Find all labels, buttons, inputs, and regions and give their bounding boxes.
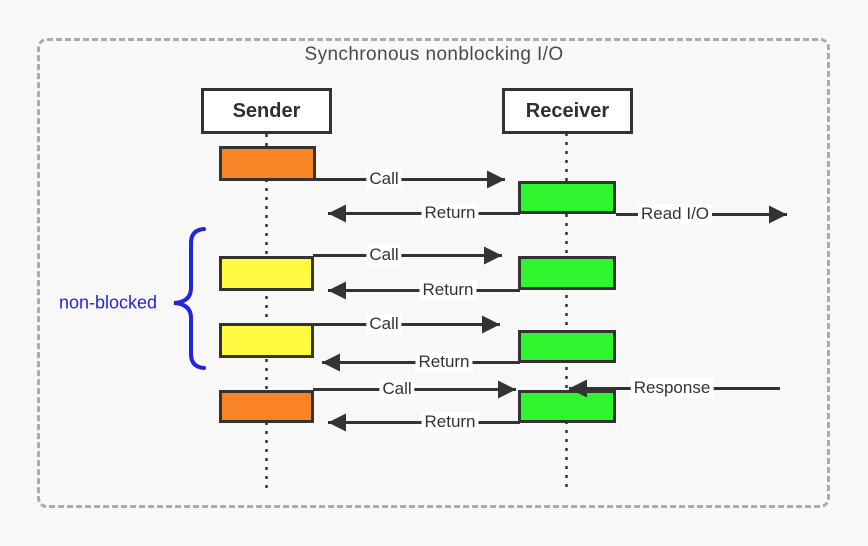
- sender-actor-box: Sender: [201, 88, 332, 134]
- read-io-label: Read I/O: [637, 204, 713, 224]
- sender-label: Sender: [232, 99, 301, 122]
- receiver-activation-3: [518, 330, 616, 363]
- sender-activation-nonblocked-1: [219, 256, 314, 291]
- receiver-activation-4: [518, 390, 616, 423]
- return-label-4: Return: [421, 412, 479, 432]
- return-label-2: Return: [419, 280, 477, 300]
- response-label: Response: [630, 378, 714, 398]
- call-label-2: Call: [366, 245, 402, 265]
- return-label-1: Return: [421, 203, 479, 223]
- receiver-actor-box: Receiver: [502, 88, 633, 134]
- diagram-frame: [37, 38, 830, 508]
- call-label-4: Call: [379, 379, 415, 399]
- sender-activation-nonblocked-2: [219, 323, 314, 358]
- sender-activation-blocked-2: [219, 390, 314, 423]
- non-blocked-label: non-blocked: [58, 292, 158, 313]
- non-blocked-brace: [173, 227, 206, 370]
- call-label-3: Call: [366, 314, 402, 334]
- diagram-title: Synchronous nonblocking I/O: [304, 44, 564, 65]
- receiver-activation-2: [518, 256, 616, 290]
- return-label-3: Return: [415, 352, 473, 372]
- receiver-label: Receiver: [525, 99, 610, 122]
- call-label-1: Call: [366, 169, 402, 189]
- receiver-activation-1: [518, 181, 616, 214]
- sender-activation-blocked-1: [219, 146, 316, 181]
